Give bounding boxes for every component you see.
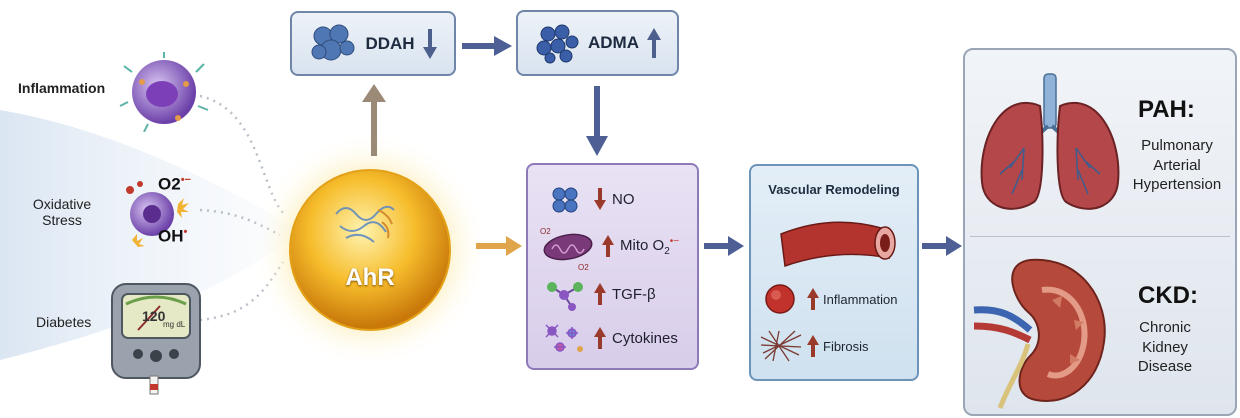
- vascular-remodeling-title: Vascular Remodeling: [768, 182, 900, 197]
- ddah-protein-icon: [311, 24, 355, 60]
- ddah-to-adma-arrow: [462, 36, 512, 56]
- ddah-label: DDAH: [365, 33, 415, 53]
- cytokines-label: Cytokines: [612, 329, 678, 347]
- mediators-to-vascular-arrow: [704, 236, 744, 256]
- vascular-to-outcomes-arrow: [922, 236, 962, 256]
- vascular-inflammation-label: Inflammation: [823, 291, 898, 307]
- tgf-beta-label: TGF-β: [612, 285, 656, 303]
- diabetes-label: Diabetes: [36, 314, 92, 330]
- mediator-row-tgf: TGF-β: [528, 279, 697, 311]
- mediators-box: NO Mito O2•− O2 O2 TGF-β: [526, 163, 699, 370]
- mediator-row-cytokines: Cytokines: [528, 323, 697, 353]
- down-arrow-icon: [422, 28, 437, 59]
- mito-o2-label: Mito O2•−: [620, 235, 680, 257]
- glucose-meter-icon: [111, 283, 201, 395]
- fibrosis-label: Fibrosis: [823, 338, 869, 354]
- pah-title: PAH:: [1138, 96, 1195, 123]
- vascular-row-inflammation: Inflammation: [751, 284, 917, 314]
- mito-o2-small-top: O2: [540, 227, 551, 236]
- vascular-row-fibrosis: Fibrosis: [751, 330, 917, 362]
- mediator-row-no: NO: [528, 184, 697, 214]
- fibrosis-icon: [760, 330, 802, 362]
- pah-description: Pulmonary Arterial Hypertension: [1132, 137, 1222, 193]
- ahr-orb: [252, 132, 488, 368]
- up-arrow-icon: [602, 235, 614, 257]
- ahr-to-ddah-arrow: [362, 84, 386, 156]
- ahr-to-mediators-arrow: [476, 236, 522, 256]
- ahr-label: AhR: [345, 264, 395, 291]
- ddah-box: DDAH: [290, 11, 456, 76]
- adma-to-mediators-arrow: [586, 86, 608, 156]
- oxidative-cell-icon: [126, 181, 189, 247]
- red-blood-cell-icon: [765, 284, 795, 314]
- inflammation-label: Inflammation: [18, 80, 106, 96]
- oxidative-stress-label: Oxidative Stress: [32, 196, 92, 229]
- tgf-beta-icon: [547, 282, 583, 311]
- ckd-description: Chronic Kidney Disease: [1137, 319, 1193, 375]
- lungs-icon: [980, 73, 1120, 210]
- up-arrow-icon: [594, 327, 606, 349]
- mediator-row-mito: Mito O2•−: [528, 231, 697, 261]
- no-molecule-icon: [552, 187, 578, 213]
- kidney-icon: [973, 258, 1106, 409]
- adma-box: ADMA: [516, 10, 679, 76]
- vascular-remodeling-box: Vascular Remodeling Inflammation Fibrosi…: [749, 164, 919, 381]
- mito-o2-small-bottom: O2: [578, 263, 589, 272]
- up-arrow-icon: [594, 283, 606, 305]
- down-arrow-icon: [594, 188, 606, 210]
- ckd-title: CKD:: [1138, 282, 1198, 309]
- adma-label: ADMA: [588, 33, 639, 52]
- immune-cell-icon: [119, 52, 209, 132]
- cytokines-icon: [545, 324, 583, 352]
- blood-vessel-icon: [780, 221, 896, 268]
- up-arrow-icon: [807, 335, 819, 357]
- mitochondrion-icon: [543, 233, 593, 261]
- hydroxyl-label: OH•: [158, 226, 188, 246]
- meter-unit: mg dL: [163, 320, 186, 329]
- no-label: NO: [612, 190, 635, 208]
- up-arrow-icon: [647, 28, 661, 58]
- adma-molecule-icon: [536, 24, 579, 64]
- up-arrow-icon: [807, 288, 819, 310]
- meter-reading: 120: [142, 308, 166, 324]
- superoxide-label: O2•−: [158, 174, 191, 194]
- outcomes-divider: [970, 236, 1230, 237]
